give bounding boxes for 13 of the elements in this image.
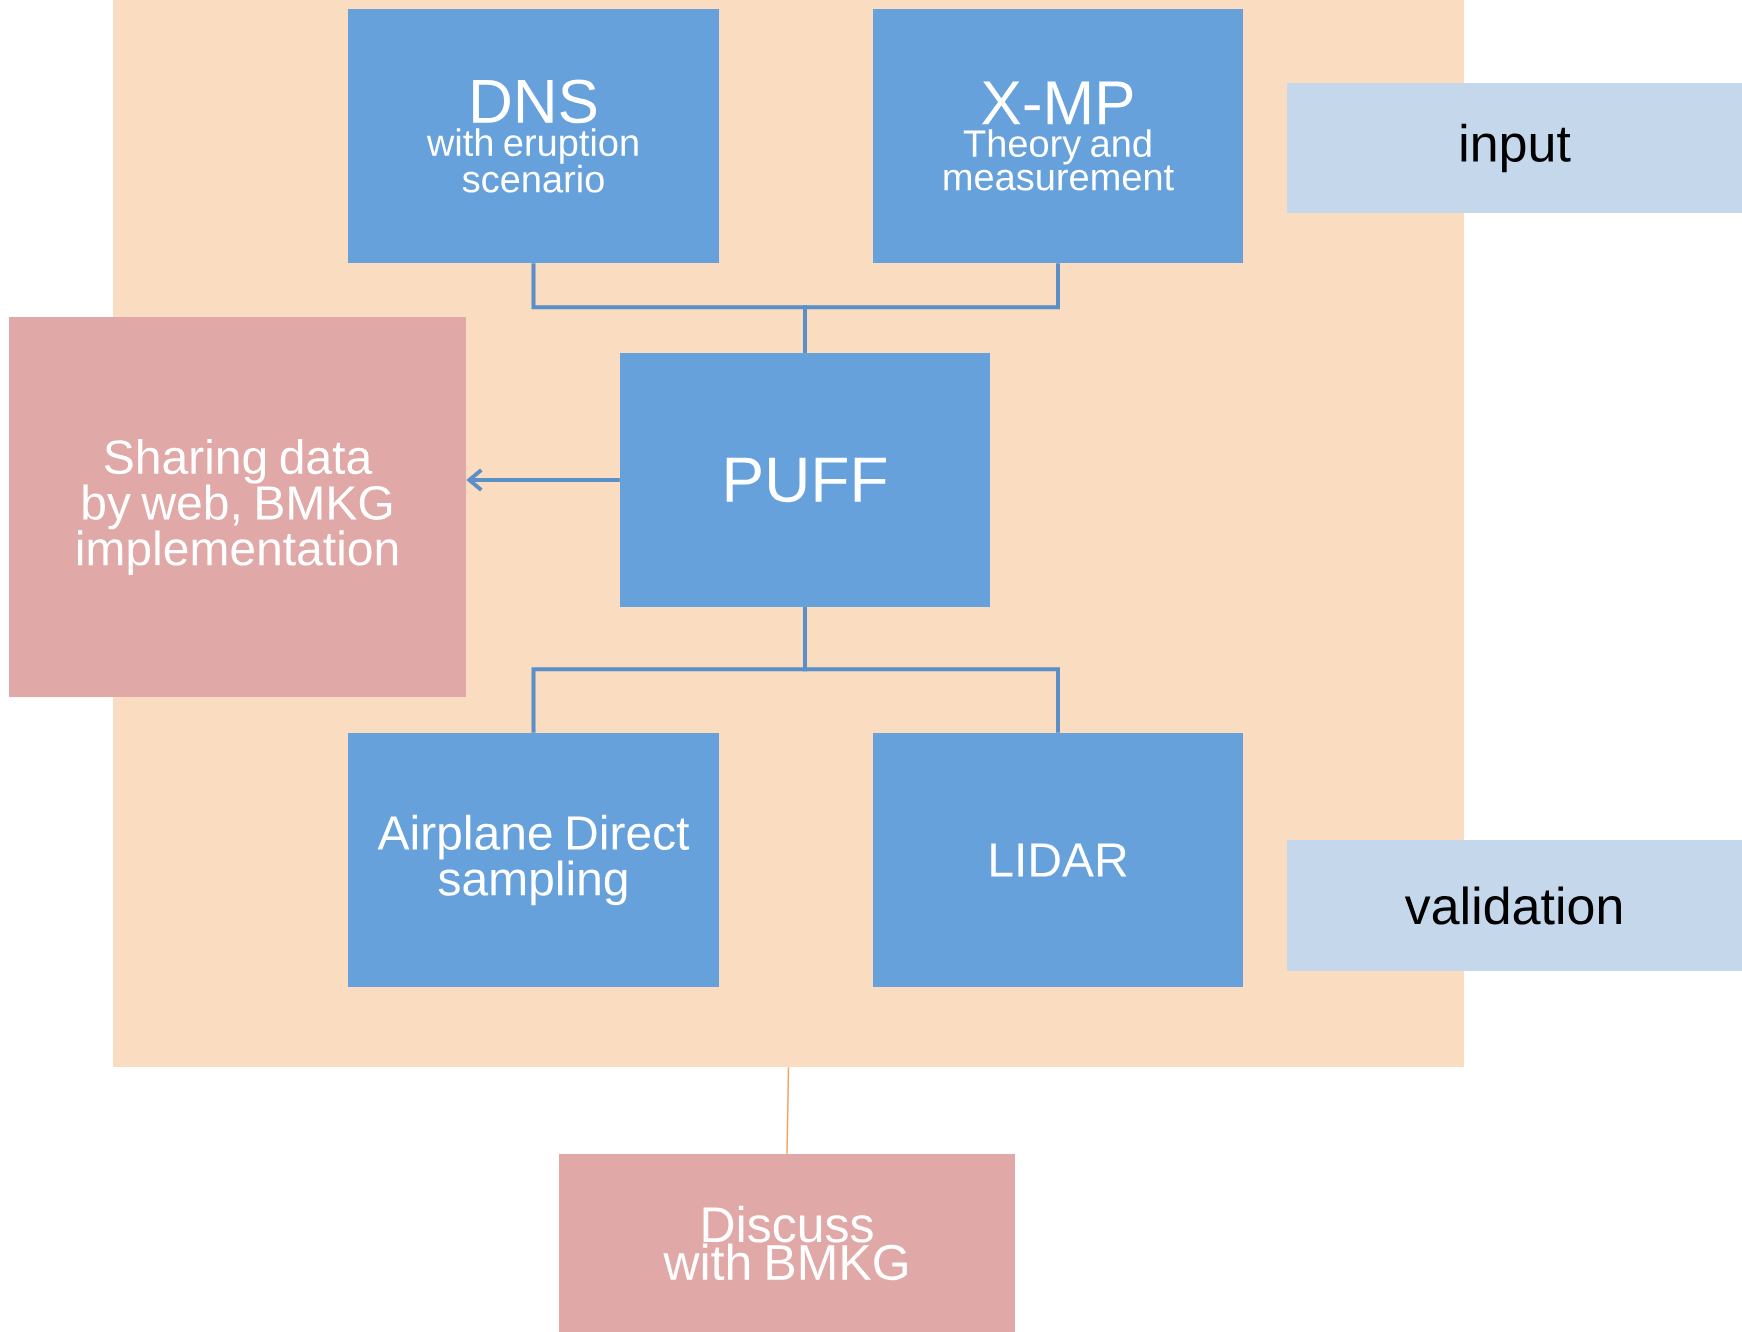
connector (466, 468, 620, 492)
output-box: Sharing data by web, BMKG implementation (9, 317, 466, 697)
process-box: PUFF (620, 353, 990, 607)
process-box: LIDAR (873, 733, 1243, 987)
stage-label-band: validation (1287, 840, 1742, 971)
process-box: Airplane Direct sampling (348, 733, 719, 987)
process-box: DNS with eruption scenario (348, 9, 719, 263)
output-box: Discuss with BMKG (559, 1154, 1015, 1332)
connector (803, 607, 1060, 733)
connector (786, 1066, 790, 1155)
process-box: X-MP Theory and measurement (873, 9, 1243, 263)
connector (803, 263, 1060, 353)
stage-label-band: input (1287, 83, 1742, 213)
